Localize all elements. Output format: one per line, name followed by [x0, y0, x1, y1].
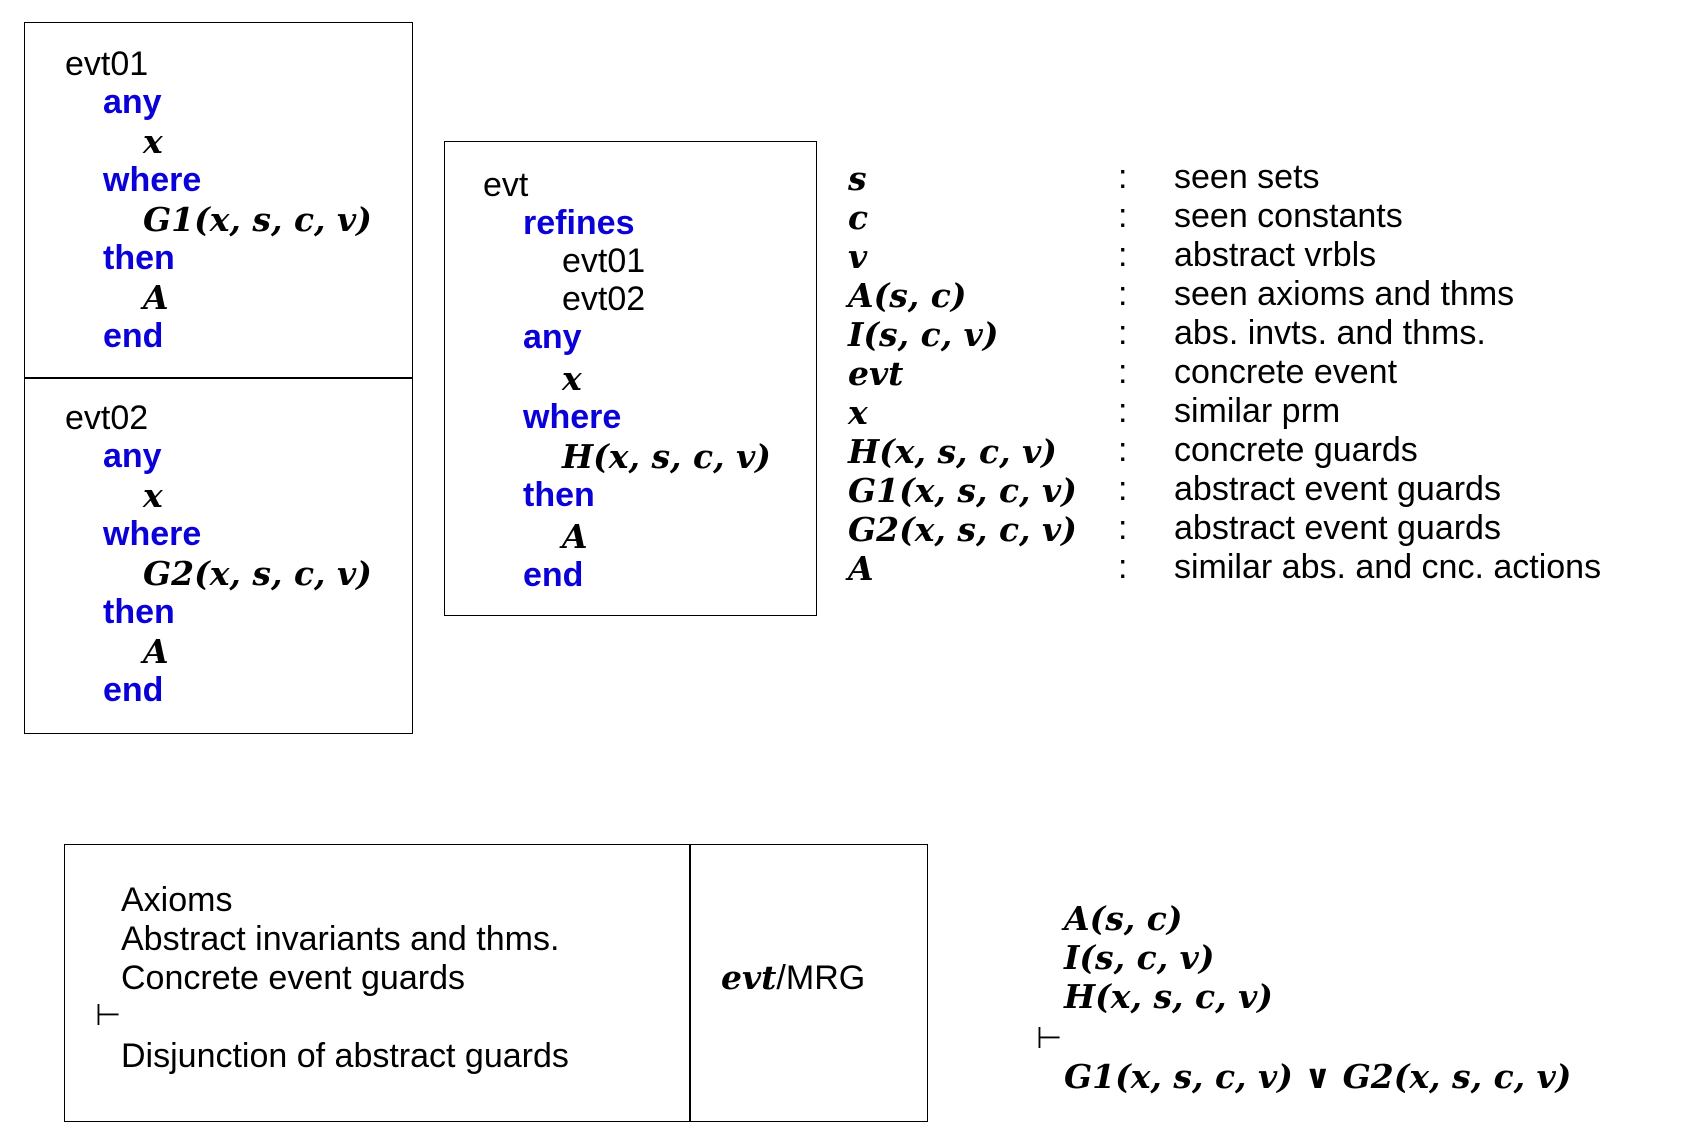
- evt01-box: evt01 any x where G1(x, s, c, v) then A …: [24, 22, 413, 378]
- evt01-action: A: [143, 278, 169, 317]
- evt-any-keyword: any: [523, 318, 582, 356]
- legend-colon: :: [1118, 353, 1128, 391]
- legend-description: abstract event guards: [1174, 509, 1501, 547]
- rule-hypothesis-invariants: Abstract invariants and thms.: [121, 920, 560, 958]
- formal-turnstile: ⊢: [1036, 1021, 1063, 1056]
- rule-turnstile: ⊢: [95, 998, 122, 1033]
- legend-description: seen sets: [1174, 158, 1320, 196]
- legend-description: concrete event: [1174, 353, 1398, 391]
- rule-goal: Disjunction of abstract guards: [121, 1037, 569, 1075]
- rule-hypothesis-axioms: Axioms: [121, 881, 233, 919]
- evt-action: A: [562, 517, 588, 556]
- evt-refined-evt01: evt01: [562, 242, 646, 280]
- evt-refined-evt02: evt02: [562, 280, 646, 318]
- evt01-name: evt01: [65, 45, 149, 83]
- legend-symbol: A(s, c): [848, 276, 967, 315]
- legend-colon: :: [1118, 431, 1128, 469]
- formal-hypothesis-guards: H(x, s, c, v): [1064, 977, 1273, 1016]
- legend-symbol: I(s, c, v): [848, 315, 999, 354]
- evt01-where-keyword: where: [103, 161, 202, 199]
- evt02-action: A: [143, 632, 169, 671]
- evt02-then-keyword: then: [103, 593, 175, 631]
- legend-symbol: G1(x, s, c, v): [848, 471, 1077, 510]
- evt01-guard: G1(x, s, c, v): [143, 200, 372, 239]
- rule-name-suffix: /MRG: [776, 959, 866, 997]
- legend-colon: :: [1118, 548, 1128, 586]
- formal-hypothesis-invariants: I(s, c, v): [1064, 938, 1215, 977]
- legend-symbol: v: [848, 237, 868, 276]
- legend-description: similar abs. and cnc. actions: [1174, 548, 1602, 586]
- legend-description: abstract vrbls: [1174, 236, 1377, 274]
- legend-colon: :: [1118, 314, 1128, 352]
- rule-box: Axioms Abstract invariants and thms. Con…: [64, 844, 928, 1122]
- legend-description: seen axioms and thms: [1174, 275, 1515, 313]
- legend-symbol: G2(x, s, c, v): [848, 510, 1077, 549]
- legend-description: abstract event guards: [1174, 470, 1501, 508]
- evt-param: x: [562, 359, 582, 398]
- legend-symbol: c: [848, 198, 869, 237]
- evt02-any-keyword: any: [103, 437, 162, 475]
- legend-description: seen constants: [1174, 197, 1403, 235]
- legend-symbol: s: [848, 159, 867, 198]
- legend-symbol: x: [848, 393, 868, 432]
- evt02-box: evt02 any x where G2(x, s, c, v) then A …: [24, 378, 413, 734]
- evt02-name: evt02: [65, 399, 149, 437]
- evt-box: evt refines evt01 evt02 any x where H(x,…: [444, 141, 817, 616]
- evt-end-keyword: end: [523, 556, 584, 594]
- formal-goal: G1(x, s, c, v) ∨ G2(x, s, c, v): [1064, 1057, 1572, 1096]
- legend-symbol: H(x, s, c, v): [848, 432, 1057, 471]
- evt-then-keyword: then: [523, 476, 595, 514]
- rule-name-evt: evt: [721, 958, 777, 997]
- legend-colon: :: [1118, 509, 1128, 547]
- rule-name: evt/MRG: [721, 958, 866, 998]
- legend-colon: :: [1118, 470, 1128, 508]
- legend-colon: :: [1118, 275, 1128, 313]
- legend-symbol: A: [848, 549, 874, 588]
- evt-name: evt: [483, 166, 529, 204]
- legend-colon: :: [1118, 197, 1128, 235]
- evt02-param: x: [143, 476, 163, 515]
- rule-divider: [689, 845, 691, 1121]
- legend-colon: :: [1118, 236, 1128, 274]
- formal-hypothesis-axioms: A(s, c): [1064, 899, 1183, 938]
- evt-where-keyword: where: [523, 398, 622, 436]
- legend-description: concrete guards: [1174, 431, 1418, 469]
- legend-colon: :: [1118, 158, 1128, 196]
- evt-guard: H(x, s, c, v): [562, 437, 771, 476]
- evt02-guard: G2(x, s, c, v): [143, 554, 372, 593]
- legend-description: abs. invts. and thms.: [1174, 314, 1486, 352]
- evt01-then-keyword: then: [103, 239, 175, 277]
- legend-description: similar prm: [1174, 392, 1341, 430]
- evt01-any-keyword: any: [103, 83, 162, 121]
- evt01-end-keyword: end: [103, 317, 164, 355]
- legend-colon: :: [1118, 392, 1128, 430]
- evt-refines-keyword: refines: [523, 204, 635, 242]
- evt01-param: x: [143, 122, 163, 161]
- legend-symbol: evt: [848, 354, 904, 393]
- evt02-where-keyword: where: [103, 515, 202, 553]
- rule-hypothesis-guards: Concrete event guards: [121, 959, 465, 997]
- evt02-end-keyword: end: [103, 671, 164, 709]
